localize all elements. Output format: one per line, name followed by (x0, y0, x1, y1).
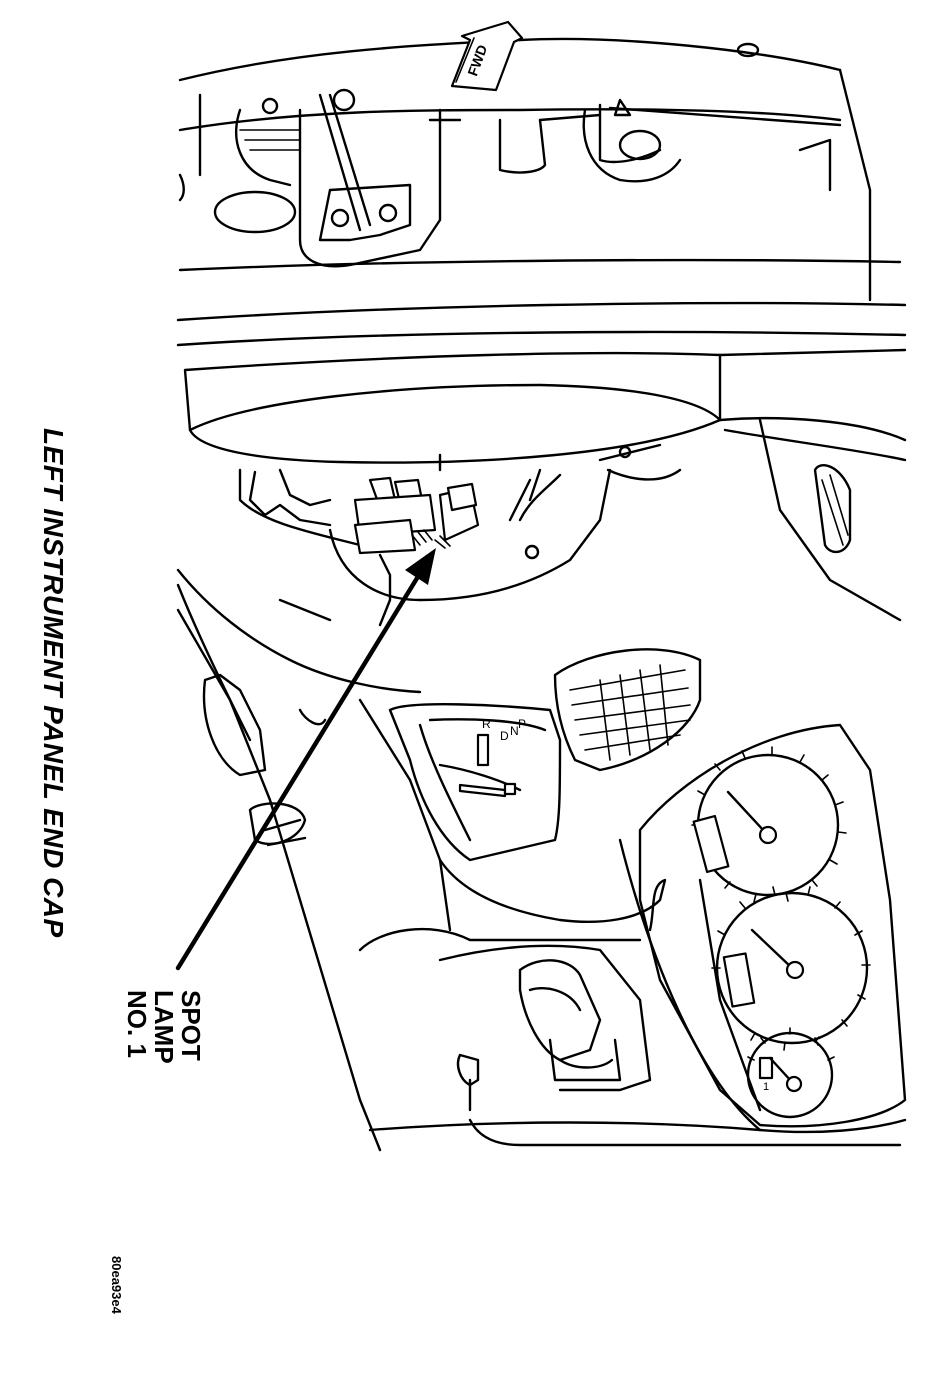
upper-structure (178, 37, 872, 302)
gear-n: N (510, 724, 519, 738)
gear-indicator: R D N P (388, 703, 562, 862)
gear-r: R (482, 717, 491, 731)
spot-lamp-connector (353, 476, 480, 627)
fwd-arrow-icon: FWD (450, 20, 524, 92)
dash-top-pad (183, 348, 907, 464)
side-vent (758, 418, 902, 622)
dash-opening (238, 443, 682, 602)
gear-d: D (500, 729, 509, 743)
instrument-cluster: 1 (618, 723, 907, 1132)
left-end-area (176, 568, 452, 1152)
lower-dash (358, 858, 907, 1147)
cowl-lines (176, 258, 907, 347)
figure-id: 80ea93e4 (109, 1256, 124, 1314)
figure-title: LEFT INSTRUMENT PANEL END CAP (38, 428, 69, 938)
gear-p: P (518, 717, 526, 731)
callout-line-1: SPOT (176, 990, 206, 1061)
spot-lamp-callout: SPOT LAMP NO. 1 (118, 990, 206, 1110)
gauge-label: 1 (763, 1081, 769, 1093)
center-vent (553, 648, 702, 772)
callout-line-3: NO. 1 (122, 990, 152, 1058)
callout-line-2: LAMP (149, 990, 179, 1064)
spot-lamp-leader-arrow (175, 548, 436, 971)
